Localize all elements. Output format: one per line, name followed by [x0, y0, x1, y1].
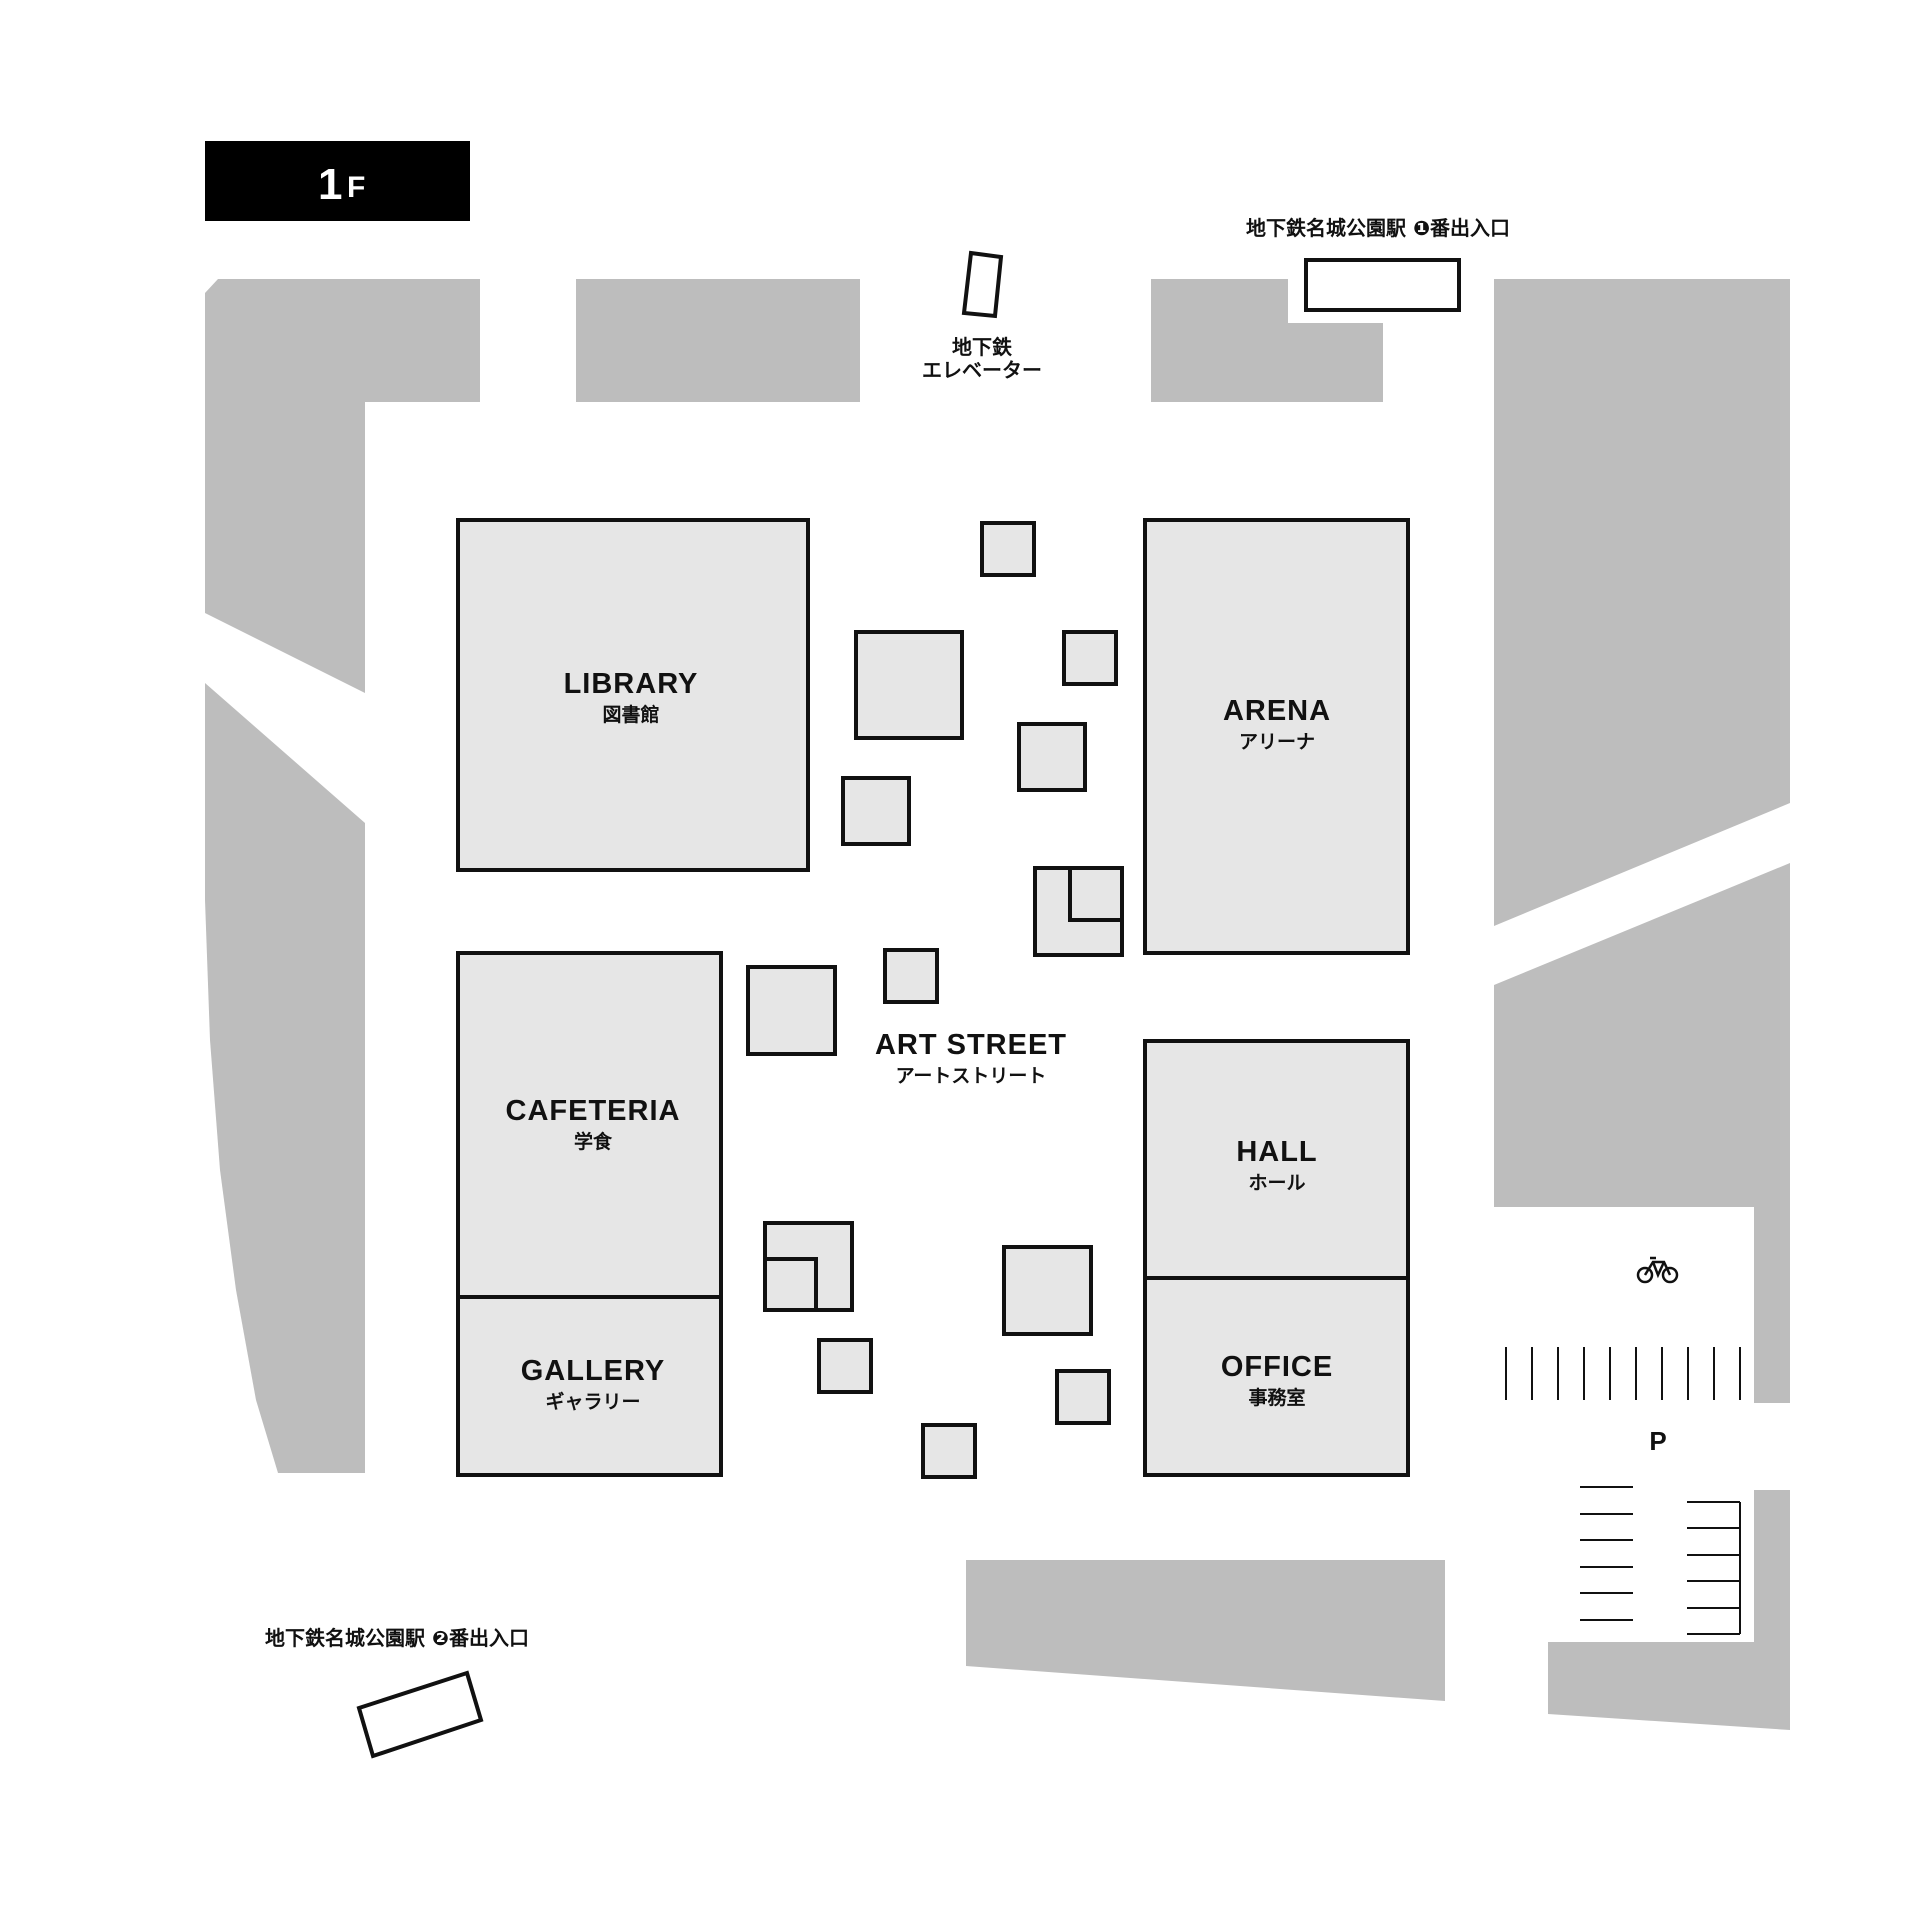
exhibit-box [1002, 1245, 1093, 1336]
exit-1-label: 地下鉄名城公園駅 ❶番出入口 [1246, 216, 1510, 240]
room-gallery[interactable]: GALLERY ギャラリー [456, 1295, 723, 1477]
subway-elevator-label-2: エレベーター [922, 358, 1042, 382]
room-office[interactable]: OFFICE 事務室 [1143, 1276, 1410, 1477]
exhibit-box [921, 1423, 977, 1479]
floor-suffix: F [347, 171, 365, 204]
bicycle-icon [1636, 1256, 1679, 1284]
building-left-lower [205, 683, 365, 1473]
art-street: ART STREET アートストリート [875, 1029, 1067, 1087]
cafeteria-label-jp: 学食 [574, 1130, 613, 1153]
exhibit-box [1055, 1369, 1111, 1425]
car-parking: P [1580, 1426, 1741, 1635]
building-bottom-mid [966, 1560, 1445, 1701]
parking-label: P [1649, 1426, 1666, 1456]
elevator-icon [961, 250, 1004, 319]
gallery-label-jp: ギャラリー [545, 1391, 640, 1413]
office-label: OFFICE [1221, 1351, 1333, 1383]
hall-label: HALL [1236, 1136, 1317, 1168]
subway-elevator-label-1: 地下鉄 [952, 335, 1012, 359]
cafeteria-label: CAFETERIA [506, 1095, 681, 1127]
art-street-exhibits [746, 521, 1124, 1479]
floor-badge: 1 F [205, 141, 470, 221]
exit-2-label: 地下鉄名城公園駅 ❷番出入口 [265, 1626, 529, 1650]
exhibit-box [980, 521, 1036, 577]
exhibit-box [1017, 722, 1087, 792]
building-top-right [1151, 279, 1383, 402]
art-street-label-jp: アートストリート [896, 1065, 1047, 1087]
building-right-upper [1494, 279, 1790, 926]
surrounding-buildings [205, 279, 1790, 1730]
exit-1-entrance [1304, 258, 1461, 312]
hall-label-jp: ホール [1248, 1172, 1305, 1194]
exhibit-box [817, 1338, 873, 1394]
arena-label: ARENA [1223, 695, 1331, 727]
gallery-label: GALLERY [521, 1355, 665, 1387]
office-label-jp: 事務室 [1248, 1386, 1305, 1409]
parking-stalls-left [1580, 1486, 1633, 1621]
room-hall[interactable]: HALL ホール [1143, 1039, 1410, 1280]
building-right-middle [1494, 863, 1790, 1403]
subway-exit-2[interactable]: 地下鉄名城公園駅 ❷番出入口 [265, 1626, 529, 1759]
bicycle-parking [1505, 1256, 1741, 1400]
bicycle-stalls [1505, 1347, 1741, 1400]
parking-stalls-right [1687, 1501, 1741, 1635]
building-bottom-right [1548, 1490, 1790, 1730]
library-label-jp: 図書館 [602, 703, 659, 726]
exhibit-box [746, 965, 837, 1056]
subway-exit-1[interactable]: 地下鉄名城公園駅 ❶番出入口 [1246, 216, 1510, 312]
exhibit-box [841, 776, 911, 846]
art-street-label: ART STREET [875, 1029, 1067, 1061]
library-label: LIBRARY [564, 668, 699, 700]
subway-elevator[interactable]: 地下鉄 エレベーター [922, 250, 1042, 382]
exhibit-box [1068, 866, 1124, 922]
floor-number: 1 [318, 160, 342, 209]
room-library[interactable]: LIBRARY 図書館 [456, 518, 810, 872]
exhibit-box [763, 1257, 818, 1312]
arena-label-jp: アリーナ [1239, 731, 1315, 753]
room-arena[interactable]: ARENA アリーナ [1143, 518, 1410, 955]
exhibit-box [1062, 630, 1118, 686]
building-top-mid [576, 279, 860, 402]
building-left-upper [205, 279, 480, 693]
exhibit-box [883, 948, 939, 1004]
room-cafeteria[interactable]: CAFETERIA 学食 [456, 951, 723, 1299]
exit-2-entrance [356, 1670, 484, 1759]
exhibit-box [854, 630, 964, 740]
